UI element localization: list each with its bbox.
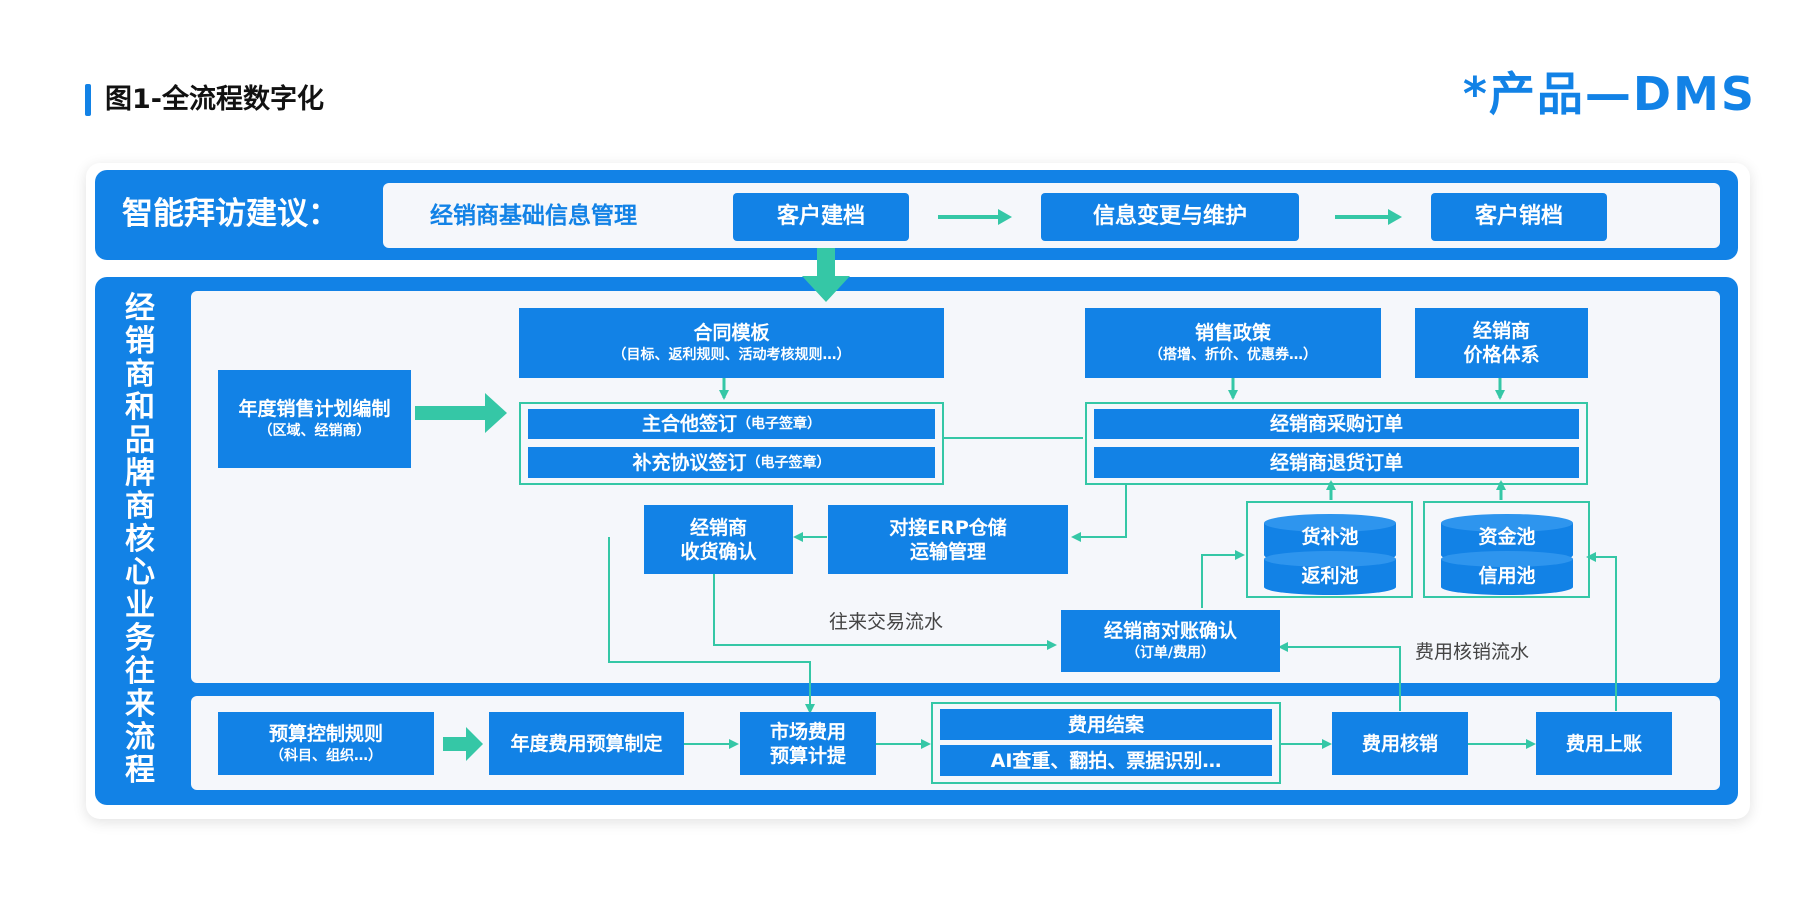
market-budget[interactable]: 市场费用 预算计提 bbox=[740, 712, 876, 775]
annual-budget[interactable]: 年度费用预算制定 bbox=[489, 712, 684, 775]
node-line1: 经销商对账确认 bbox=[1103, 620, 1237, 642]
node-main: 经销商采购订单 bbox=[1269, 413, 1403, 435]
step-label: 客户建档 bbox=[776, 204, 865, 229]
arrow-plan-to-sign bbox=[415, 393, 507, 433]
node-line2: （区域、经销商） bbox=[258, 423, 371, 439]
big-down-arrow bbox=[802, 248, 850, 302]
step-label: 信息变更与维护 bbox=[1092, 204, 1247, 229]
step-label: 客户销档 bbox=[1474, 204, 1563, 229]
receipt-confirm[interactable]: 经销商 收货确认 bbox=[644, 505, 793, 574]
node-main: 费用核销 bbox=[1361, 732, 1438, 755]
reconcile-confirm[interactable]: 经销商对账确认 （订单/费用） bbox=[1061, 610, 1280, 672]
ai-check[interactable]: AI查重、翻拍、票据识别… bbox=[940, 745, 1272, 776]
step-customer-create[interactable]: 客户建档 bbox=[733, 193, 909, 241]
node-note: （电子签章） bbox=[737, 416, 821, 432]
order-frame bbox=[1085, 402, 1588, 485]
node-main: 费用上账 bbox=[1565, 732, 1642, 755]
arrow-rule-to-budget bbox=[443, 727, 483, 761]
expense-close-frame bbox=[931, 702, 1281, 784]
pool-huobu: 货补池 bbox=[1301, 526, 1359, 548]
node-line2: 价格体系 bbox=[1463, 344, 1540, 366]
step-customer-cancel[interactable]: 客户销档 bbox=[1431, 193, 1607, 241]
pool-cylinders-right bbox=[1441, 514, 1573, 595]
arrow-step-1 bbox=[938, 209, 1012, 225]
annual-sales-plan[interactable]: 年度销售计划编制 （区域、经销商） bbox=[218, 370, 411, 468]
pool-fanli: 返利池 bbox=[1301, 565, 1359, 587]
supplement-sign[interactable]: 补充协议签订（电子签章） bbox=[528, 447, 935, 478]
signing-frame bbox=[519, 402, 944, 485]
expense-flow-label: 费用核销流水 bbox=[1415, 641, 1530, 663]
node-line2: 运输管理 bbox=[909, 540, 986, 563]
node-line2: 预算计提 bbox=[769, 744, 846, 767]
node-main: 主合他签订 bbox=[641, 413, 737, 435]
contract-template[interactable]: 合同模板 （目标、返利规则、活动考核规则…） bbox=[519, 308, 944, 378]
pool-cylinders-left bbox=[1264, 514, 1396, 595]
node-main: 补充协议签订 bbox=[632, 451, 747, 474]
top-band-label: 智能拜访建议： bbox=[122, 196, 339, 232]
node-line1: 合同模板 bbox=[693, 322, 770, 344]
return-order[interactable]: 经销商退货订单 bbox=[1094, 447, 1579, 478]
side-label: 经销商和品牌商核心业务往来流程 bbox=[125, 291, 155, 788]
arrow-receipt-to-market bbox=[608, 537, 815, 714]
price-system[interactable]: 经销商 价格体系 bbox=[1415, 308, 1588, 378]
sales-policy[interactable]: 销售政策 （搭增、折价、优惠券…） bbox=[1085, 308, 1381, 378]
node-line2: （搭增、折价、优惠券…） bbox=[1149, 347, 1317, 363]
node-note: （电子签章） bbox=[746, 454, 831, 471]
page-title: 图1-全流程数字化 bbox=[105, 84, 324, 115]
node-main: AI查重、翻拍、票据识别… bbox=[990, 749, 1222, 772]
expense-close[interactable]: 费用结案 bbox=[940, 709, 1272, 740]
arrow-step-2 bbox=[1335, 209, 1402, 225]
node-line1: 经销商 bbox=[689, 516, 747, 539]
node-line1: 经销商 bbox=[1472, 320, 1530, 342]
node-line2: （订单/费用） bbox=[1125, 645, 1216, 661]
trade-flow-label: 往来交易流水 bbox=[829, 611, 944, 633]
pool-xinyong: 信用池 bbox=[1478, 565, 1536, 587]
node-line1: 市场费用 bbox=[769, 720, 846, 743]
node-main: 费用结案 bbox=[1067, 713, 1144, 736]
product-title: *产品—DMS bbox=[1462, 67, 1756, 121]
info-management-label: 经销商基础信息管理 bbox=[430, 203, 637, 229]
pool-frame-left bbox=[1246, 501, 1413, 598]
arrow-order-to-erp bbox=[1071, 485, 1127, 542]
node-line2: 收货确认 bbox=[680, 540, 757, 563]
arrow-writeoff-to-reconcile bbox=[1278, 642, 1401, 711]
expense-post[interactable]: 费用上账 bbox=[1536, 712, 1672, 775]
pool-zijin: 资金池 bbox=[1478, 526, 1536, 548]
pool-frame-right bbox=[1423, 501, 1590, 598]
node-line2: （目标、返利规则、活动考核规则…） bbox=[612, 347, 851, 363]
node-line1: 销售政策 bbox=[1194, 322, 1271, 344]
budget-control-rule[interactable]: 预算控制规则 （科目、组织…） bbox=[218, 712, 434, 775]
purchase-order[interactable]: 经销商采购订单 bbox=[1094, 409, 1579, 439]
node-line1: 预算控制规则 bbox=[268, 722, 383, 745]
node-main: 年度费用预算制定 bbox=[510, 732, 663, 755]
main-contract-sign[interactable]: 主合他签订（电子签章） bbox=[528, 409, 935, 439]
node-line2: （科目、组织…） bbox=[270, 747, 382, 764]
arrow-receipt-to-reconcile bbox=[713, 573, 1057, 650]
erp-logistics[interactable]: 对接ERP仓储 运输管理 bbox=[828, 505, 1068, 574]
step-info-change[interactable]: 信息变更与维护 bbox=[1041, 193, 1299, 241]
arrow-reconcile-to-pool bbox=[1201, 550, 1245, 608]
title-accent-bar bbox=[85, 84, 91, 116]
expense-writeoff[interactable]: 费用核销 bbox=[1332, 712, 1468, 775]
node-main: 经销商退货订单 bbox=[1269, 451, 1403, 474]
arrow-post-to-pool bbox=[1586, 552, 1617, 711]
node-line1: 对接ERP仓储 bbox=[889, 516, 1007, 539]
node-line1: 年度销售计划编制 bbox=[238, 398, 391, 420]
